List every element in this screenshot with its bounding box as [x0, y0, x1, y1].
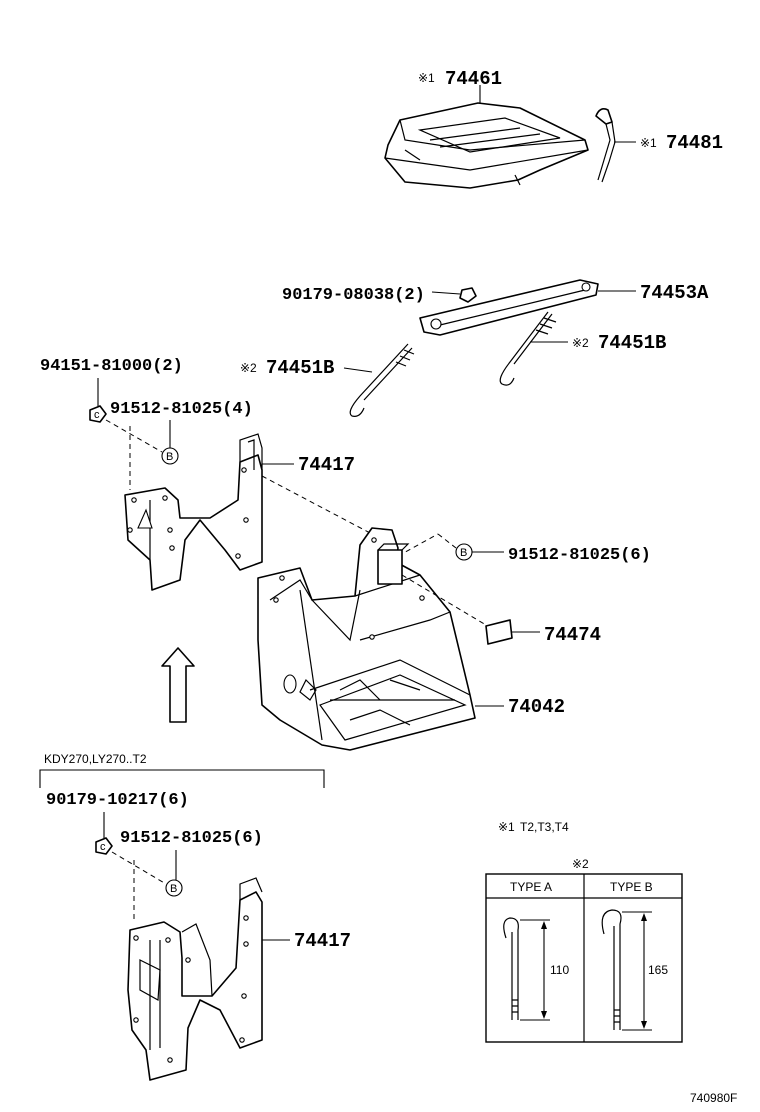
hook-bolt-74451B-right: [499, 311, 557, 386]
label-74042: 74042: [508, 696, 565, 718]
hook-bolt-74451B-left: [349, 343, 415, 417]
note-1-text: T2,T3,T4: [520, 820, 569, 834]
bracket-74417-upper: [124, 433, 263, 591]
table-title: ※2: [572, 857, 589, 871]
svg-text:B: B: [460, 547, 467, 559]
nut-90179-08038: [459, 287, 477, 303]
hook-type-table: ※2 TYPE A TYPE B 110 165: [485, 857, 683, 1043]
bolt-callout-b-lower: B: [165, 879, 183, 897]
svg-text:B: B: [166, 451, 173, 463]
battery-tray-74042: [257, 527, 476, 751]
variant-header: KDY270,LY270..T2: [44, 752, 147, 766]
pad-74474: [485, 619, 513, 645]
clip-74481: [595, 108, 616, 183]
table-col-a-header: TYPE A: [510, 880, 552, 894]
bolt-callout-b-right: B: [455, 543, 473, 561]
label-91512-81025-6-top: 91512-81025(6): [508, 546, 651, 565]
label-90179-10217: 90179-10217(6): [46, 791, 189, 810]
note-mark-74461: ※1: [418, 71, 435, 85]
note-mark-74451B-right: ※2: [572, 336, 589, 350]
bolt-callout-b-upper: B: [161, 447, 179, 465]
label-74451B-right: 74451B: [598, 332, 666, 354]
clamp-bar-74453A: [419, 279, 599, 336]
svg-text:c: c: [100, 841, 106, 853]
note-mark-74481: ※1: [640, 136, 657, 150]
diagram-code: 740980F: [690, 1091, 737, 1105]
battery-cover-74461: [384, 102, 589, 189]
label-74453A: 74453A: [640, 282, 709, 304]
label-74481: 74481: [666, 132, 723, 154]
type-a-hook: [503, 917, 550, 1021]
nut-90179-10217: c: [95, 837, 113, 855]
svg-text:B: B: [170, 883, 177, 895]
svg-text:c: c: [94, 409, 100, 421]
label-74417-upper: 74417: [298, 454, 355, 476]
note-mark-74451B-left: ※2: [240, 361, 257, 375]
label-91512-81025-6-bottom: 91512-81025(6): [120, 829, 263, 848]
label-74417-lower: 74417: [294, 930, 351, 952]
table-col-b-header: TYPE B: [610, 880, 653, 894]
label-74461: 74461: [445, 68, 502, 90]
label-90179-08038: 90179-08038(2): [282, 286, 425, 305]
mounting-direction-arrow: [161, 647, 195, 723]
type-a-length: 110: [550, 963, 569, 977]
label-94151-81000: 94151-81000(2): [40, 357, 183, 376]
type-b-length: 165: [648, 963, 668, 977]
nut-94151-81000: c: [89, 405, 107, 423]
bracket-74417-lower: [127, 877, 263, 1081]
variant-bracket-line: [39, 769, 325, 788]
note-1-mark: ※1: [498, 820, 515, 834]
label-74474: 74474: [544, 624, 601, 646]
type-b-hook: [601, 909, 652, 1031]
label-91512-81025-4: 91512-81025(4): [110, 400, 253, 419]
label-74451B-left: 74451B: [266, 357, 334, 379]
